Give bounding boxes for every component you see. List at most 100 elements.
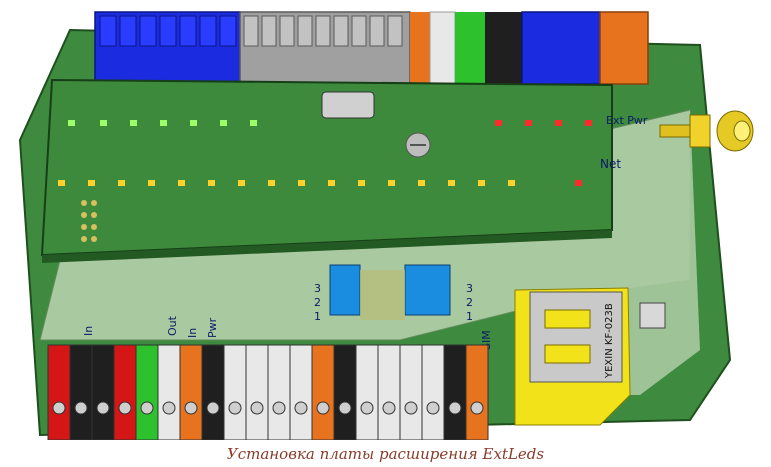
terminal-cell <box>333 15 349 47</box>
led-icon <box>585 120 592 126</box>
board-illustration: Ext Pwr Net 3 2 1 3 2 1 YEXIN KF-023B In… <box>18 11 754 441</box>
led-icon <box>495 120 502 126</box>
screw-icon <box>228 401 242 415</box>
pad <box>91 236 97 242</box>
screw-icon <box>206 401 220 415</box>
terminal-cell <box>421 344 445 441</box>
terminal-cell <box>135 344 159 441</box>
terminal-cell <box>179 15 197 47</box>
led-icon <box>555 120 562 126</box>
screw-icon <box>404 401 418 415</box>
screw-icon <box>52 401 66 415</box>
screw-icon <box>294 401 308 415</box>
screw-icon <box>250 401 264 415</box>
terminal-cell <box>159 15 177 47</box>
pwr-label-bottom: Pwr <box>206 317 219 338</box>
terminal-cell <box>267 344 291 441</box>
pin-header-left <box>329 264 361 316</box>
terminal-cell <box>243 15 259 47</box>
screw-icon <box>360 401 374 415</box>
led-icon <box>208 180 215 186</box>
led-icon <box>525 120 532 126</box>
header-left-pin-1: 1 <box>314 310 321 323</box>
led-icon <box>190 120 197 126</box>
button-icon <box>639 302 666 329</box>
led-icon <box>178 180 185 186</box>
led-icon <box>220 120 227 126</box>
terminal-cell <box>223 344 247 441</box>
terminal-cell <box>387 15 403 47</box>
pad <box>91 200 97 206</box>
screw-icon <box>470 401 484 415</box>
ext-pwr-label: Ext Pwr <box>606 114 648 127</box>
terminal-cell <box>47 344 71 441</box>
terminal-cell <box>333 344 357 441</box>
led-icon <box>68 120 75 126</box>
terminal-cell <box>201 344 225 441</box>
led-icon <box>160 120 167 126</box>
led-icon <box>328 180 335 186</box>
top-terminal-orange <box>599 11 649 85</box>
led-icon <box>250 120 257 126</box>
terminal-cell <box>119 15 137 47</box>
terminal-cell <box>369 15 385 47</box>
terminal-cell <box>355 344 379 441</box>
screw-icon <box>382 401 396 415</box>
terminal-cell <box>91 344 115 441</box>
led-icon <box>88 180 95 186</box>
pad <box>81 212 87 218</box>
header-left-pin-2: 2 <box>314 296 321 309</box>
in-label-1: In <box>82 326 95 336</box>
usb-connector-icon <box>321 91 375 119</box>
screw-icon <box>448 401 462 415</box>
screw-icon <box>184 401 198 415</box>
header-left-pin-3: 3 <box>314 282 321 295</box>
top-terminal-grey <box>239 11 411 85</box>
figure-caption: Установка платы расширения ExtLeds <box>226 445 545 463</box>
led-icon <box>508 180 515 186</box>
top-terminal-mixed <box>410 11 522 85</box>
screw-icon <box>74 401 88 415</box>
extleds-board <box>40 78 613 263</box>
header-right-pin-1: 1 <box>466 310 473 323</box>
screw-icon <box>338 401 352 415</box>
sim-holder-label: YEXIN KF-023B <box>604 303 615 379</box>
led-icon <box>58 180 65 186</box>
screw-icon <box>140 401 154 415</box>
terminal-cell <box>99 15 117 47</box>
net-label: Net <box>600 157 621 171</box>
terminal-cell <box>399 344 423 441</box>
in-label-2: In <box>186 328 199 338</box>
terminal-cell <box>219 15 237 47</box>
terminal-cell <box>297 15 313 47</box>
led-icon <box>238 180 245 186</box>
terminal-cell <box>69 344 93 441</box>
bottom-terminal-row <box>47 344 489 441</box>
header-right-pin-3: 3 <box>466 282 473 295</box>
terminal-cell <box>351 15 367 47</box>
terminal-cell <box>465 344 489 441</box>
led-icon <box>148 180 155 186</box>
screw-icon <box>426 401 440 415</box>
led-icon <box>130 120 137 126</box>
screw-icon <box>162 401 176 415</box>
led-icon <box>478 180 485 186</box>
pad <box>81 200 87 206</box>
led-icon <box>118 180 125 186</box>
pad <box>91 212 97 218</box>
terminal-cell <box>261 15 277 47</box>
led-icon <box>575 180 582 186</box>
terminal-cell <box>139 15 157 47</box>
terminal-cell <box>443 344 467 441</box>
out-label: Out <box>166 315 179 336</box>
top-terminal-blue-right <box>521 11 601 85</box>
led-icon <box>448 180 455 186</box>
led-icon <box>388 180 395 186</box>
screw-icon <box>96 401 110 415</box>
led-icon <box>418 180 425 186</box>
screw-icon <box>316 401 330 415</box>
header-right-pin-2: 2 <box>466 296 473 309</box>
sim-holder <box>514 287 631 426</box>
led-icon <box>298 180 305 186</box>
screw-icon <box>272 401 286 415</box>
